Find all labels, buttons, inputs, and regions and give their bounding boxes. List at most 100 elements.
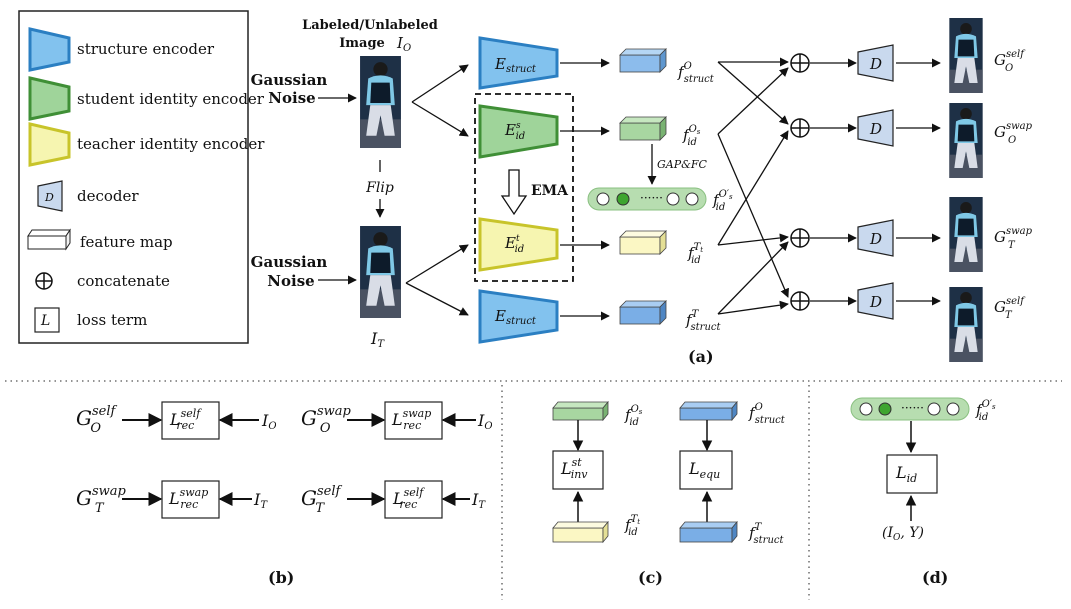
decoder-block-1: D <box>857 44 894 82</box>
svg-text:······: ······ <box>640 191 663 205</box>
loss-rec-swap-t <box>161 480 220 519</box>
arrow-fid-tt-to-concat3 <box>717 233 789 246</box>
arrow-it-to-eid-t <box>405 244 469 284</box>
arrow-fid-tt-to-concat2 <box>717 130 789 246</box>
arrow-fstruct-o-to-concat2 <box>717 61 789 125</box>
panel-a: Labeled/Unlabeled Image IO Gaussian Nois… <box>251 18 1033 366</box>
legend-structure-encoder: structure encoder <box>77 40 215 58</box>
structure-encoder-icon <box>28 27 71 72</box>
estruct-top-label: Estruct <box>494 55 537 75</box>
c-fmap-struct-t <box>679 520 738 544</box>
teacher-identity-encoder-icon <box>28 122 71 167</box>
decoder-glyph: D <box>44 191 54 204</box>
arrow-io-to-eid-s <box>411 101 469 137</box>
arrow-io-to-estruct <box>411 64 469 103</box>
legend-feature-map: feature map <box>80 233 173 251</box>
legend-box <box>18 10 249 344</box>
it-label-bottom: IT <box>370 329 385 350</box>
input-image-transformed <box>360 226 401 318</box>
legend-teacher-identity-encoder: teacher identity encoder <box>77 135 265 153</box>
structure-encoder-bottom-icon <box>478 289 559 344</box>
panel-b-label: (b) <box>268 568 294 587</box>
loss-inv-box <box>552 450 604 490</box>
panel-a-label: (a) <box>688 347 714 366</box>
input-image-original <box>360 56 401 148</box>
legend: structure encoder student identity encod… <box>18 10 265 344</box>
c-fmap-id-tt <box>552 520 609 544</box>
svg-text:······: ······ <box>901 401 924 415</box>
legend-decoder: decoder <box>77 187 139 205</box>
feature-map-struct-t <box>619 300 667 325</box>
decoder-block-4: D <box>857 282 894 320</box>
c-fmap-id-os <box>552 400 609 422</box>
svg-text:D: D <box>869 293 882 311</box>
b-io-1: IO <box>261 411 277 432</box>
svg-text:D: D <box>869 230 882 248</box>
b-it-2: IT <box>471 490 486 511</box>
concatenate-node-1 <box>790 53 810 73</box>
id-vector-main: ······ <box>587 187 707 211</box>
noise-label-top-2: Noise <box>268 89 315 107</box>
generated-image-o-swap <box>949 103 982 178</box>
loss-rec-self-t <box>384 480 443 519</box>
arrow-fstruct-t-to-concat4 <box>717 300 789 315</box>
structure-encoder-top-icon <box>478 36 559 90</box>
c-fmap-struct-o <box>679 400 738 422</box>
student-identity-encoder-main-icon <box>478 104 559 159</box>
gap-fc-label: GAP&FC <box>657 158 708 171</box>
flip-label: Flip <box>365 180 394 196</box>
svg-text:D: D <box>869 120 882 138</box>
generated-image-t-self <box>949 287 982 362</box>
concatenate-node-3 <box>790 228 810 248</box>
decoder-block-2: D <box>857 109 894 147</box>
svg-text:Lequ: Lequ <box>688 459 720 481</box>
input-title-line2: Image <box>339 36 385 51</box>
loss-rec-self-o <box>161 401 220 440</box>
loss-equ-box <box>679 450 733 490</box>
generated-image-o-self <box>949 18 982 93</box>
d-input-pair: (IO, Y) <box>882 525 924 543</box>
decoder-block-3: D <box>857 219 894 257</box>
generated-image-t-swap <box>949 197 982 272</box>
noise-label-top-1: Gaussian <box>251 71 328 89</box>
id-vector-d: ······ <box>850 397 970 421</box>
svg-text:D: D <box>869 55 882 73</box>
teacher-identity-encoder-main-icon <box>478 217 559 272</box>
ema-dashed-box <box>474 93 574 282</box>
b-it-1: IT <box>253 490 268 511</box>
legend-student-identity-encoder: student identity encoder <box>77 90 265 108</box>
feature-map-icon <box>27 228 71 251</box>
arrow-fstruct-t-to-concat3 <box>717 241 789 315</box>
loss-rec-swap-o <box>384 401 443 440</box>
ema-label: EMA <box>531 183 569 199</box>
io-label-top: IO <box>396 34 411 54</box>
student-identity-encoder-icon <box>28 76 71 121</box>
feature-map-id-os <box>619 116 667 141</box>
estruct-bottom-label: Estruct <box>494 307 537 327</box>
